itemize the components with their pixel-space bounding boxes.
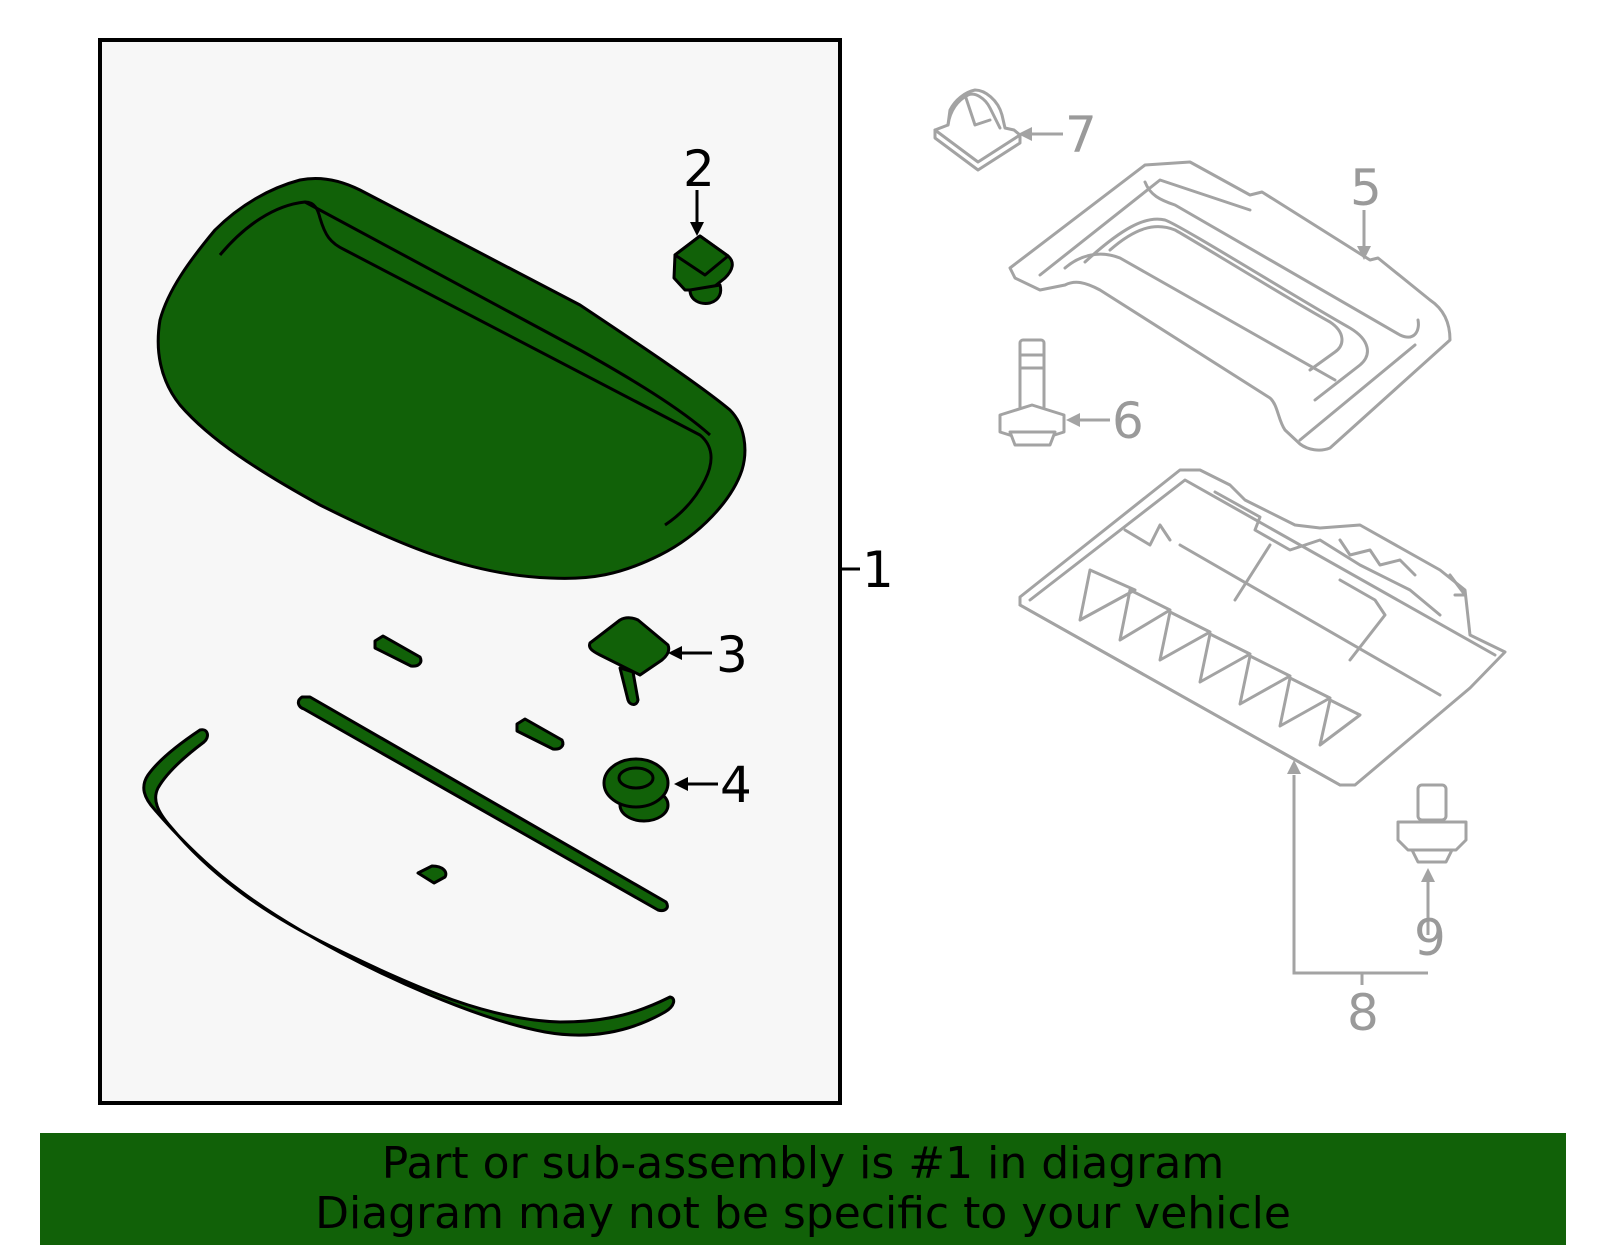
gasket-straight[interactable] (296, 695, 669, 912)
callout-1: 1 (862, 541, 894, 599)
part-7-clip[interactable] (933, 88, 1022, 172)
leader-5 (1357, 210, 1371, 260)
callout-2: 2 (683, 140, 715, 198)
leader-8 (1287, 760, 1428, 985)
callout-5: 5 (1350, 159, 1382, 217)
info-banner: Part or sub-assembly is #1 in diagram Di… (40, 1133, 1566, 1245)
part-8-bracket[interactable] (1018, 468, 1507, 787)
banner-line-2: Diagram may not be specific to your vehi… (315, 1188, 1291, 1239)
callout-6: 6 (1112, 392, 1144, 450)
assembly-panel (98, 38, 842, 1105)
leader-3 (668, 646, 712, 660)
leader-9 (1421, 868, 1435, 935)
part-5-cover[interactable] (1008, 160, 1452, 452)
part-2-clip[interactable] (672, 234, 734, 305)
callout-3: 3 (716, 626, 748, 684)
callout-9: 9 (1414, 909, 1446, 967)
part-3-clip[interactable] (588, 616, 671, 706)
callout-4: 4 (720, 756, 752, 814)
part-1-housing[interactable] (156, 176, 747, 580)
callout-8: 8 (1347, 984, 1379, 1042)
part-9-clip[interactable] (1396, 783, 1468, 864)
small-pads[interactable] (373, 634, 565, 885)
callout-7: 7 (1065, 106, 1097, 164)
gasket-curved[interactable] (142, 728, 676, 1037)
leader-6 (1066, 413, 1110, 427)
leader-7 (1018, 127, 1063, 141)
leader-4 (674, 777, 718, 791)
banner-line-1: Part or sub-assembly is #1 in diagram (381, 1138, 1225, 1189)
leader-2 (690, 190, 704, 236)
part-4-grommet[interactable] (602, 757, 670, 823)
part-6-bolt[interactable] (998, 338, 1066, 447)
